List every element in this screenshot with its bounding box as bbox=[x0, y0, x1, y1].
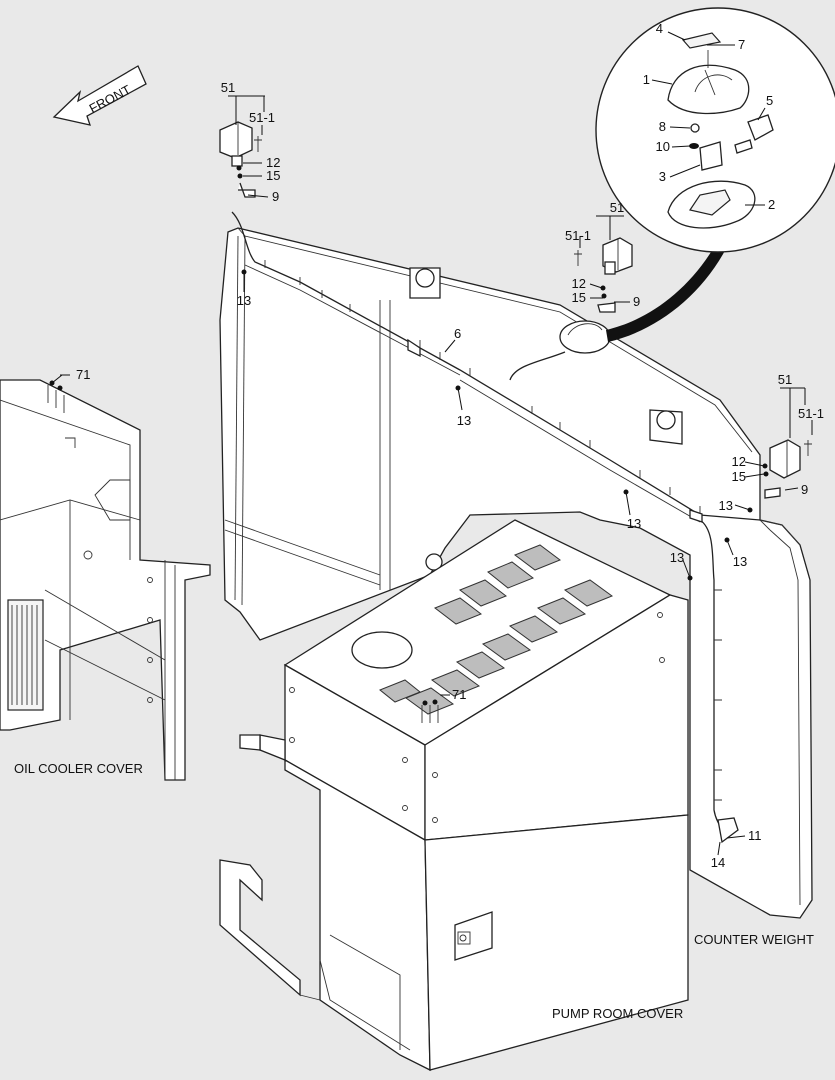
callout-11: 11 bbox=[748, 828, 762, 843]
callout-14: 14 bbox=[711, 855, 725, 870]
callout-12-left: 12 bbox=[266, 155, 280, 170]
callout-3: 3 bbox=[659, 169, 666, 184]
caption-pump-room-cover: PUMP ROOM COVER bbox=[552, 1006, 683, 1021]
callout-6: 6 bbox=[454, 326, 461, 341]
callout-13-b: 13 bbox=[457, 413, 471, 428]
callout-71-b: 71 bbox=[452, 687, 466, 702]
callout-51-right: 51 bbox=[778, 372, 792, 387]
grille-panels bbox=[379, 544, 614, 715]
caption-counter-weight: COUNTER WEIGHT bbox=[694, 932, 814, 947]
work-lamp-center bbox=[597, 237, 633, 313]
callout-71-a: 71 bbox=[76, 367, 90, 382]
callout-2: 2 bbox=[768, 197, 775, 212]
callout-1: 1 bbox=[643, 72, 650, 87]
detail-circle bbox=[595, 7, 835, 253]
callout-13-e: 13 bbox=[733, 554, 747, 569]
callout-51-1-center: 51-1 bbox=[565, 228, 591, 243]
callout-12-right: 12 bbox=[732, 454, 746, 469]
callout-51-1-left: 51-1 bbox=[249, 110, 275, 125]
callout-15-center: 15 bbox=[572, 290, 586, 305]
callout-9-right: 9 bbox=[801, 482, 808, 497]
callout-13-a: 13 bbox=[237, 293, 251, 308]
callout-15-left: 15 bbox=[266, 168, 280, 183]
callout-51-1-right: 51-1 bbox=[798, 406, 824, 421]
callout-labels: 4 7 1 5 8 10 3 2 51 51-1 12 15 9 13 51 5… bbox=[76, 21, 824, 870]
callout-10: 10 bbox=[656, 139, 670, 154]
callout-12-center: 12 bbox=[572, 276, 586, 291]
callout-51-center: 51 bbox=[610, 200, 624, 215]
callout-13-d: 13 bbox=[719, 498, 733, 513]
pump-room-cover bbox=[219, 519, 689, 1072]
leader-lines bbox=[51, 31, 813, 856]
front-arrow-icon: FRONT bbox=[52, 65, 147, 126]
callout-8: 8 bbox=[659, 119, 666, 134]
callout-13-c: 13 bbox=[627, 516, 641, 531]
fastener-markers bbox=[47, 136, 812, 844]
wiring-harness bbox=[231, 211, 761, 833]
beacon-lamp-icon bbox=[559, 220, 735, 354]
counter-weight bbox=[219, 227, 813, 919]
callout-4: 4 bbox=[656, 21, 663, 36]
callout-9-center: 9 bbox=[633, 294, 640, 309]
caption-oil-cooler-cover: OIL COOLER COVER bbox=[14, 761, 143, 776]
callout-7: 7 bbox=[738, 37, 745, 52]
work-lamp-right bbox=[764, 439, 801, 499]
callout-15-right: 15 bbox=[732, 469, 746, 484]
callout-9-left: 9 bbox=[272, 189, 279, 204]
callout-51-left: 51 bbox=[221, 80, 235, 95]
callout-5: 5 bbox=[766, 93, 773, 108]
callout-13-f: 13 bbox=[670, 550, 684, 565]
work-lamp-left bbox=[219, 121, 256, 198]
oil-cooler-cover bbox=[0, 379, 211, 781]
